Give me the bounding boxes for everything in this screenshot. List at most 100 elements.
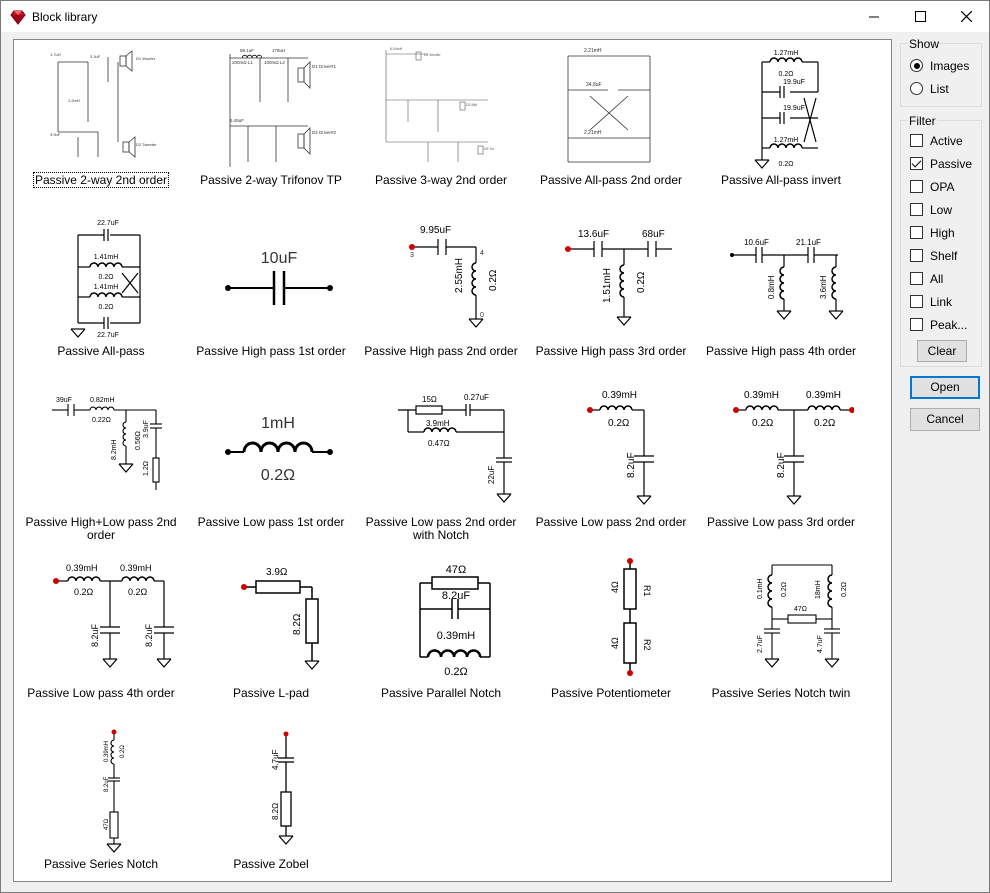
block-tile-lp2[interactable]: 0.39mH 0.2Ω 8.2uF Passive Low pass 2nd o… [526,382,696,552]
svg-text:8.2uF: 8.2uF [442,590,470,602]
block-tile-lp1[interactable]: 1mH 0.2Ω Passive Low pass 1st order [186,382,356,552]
show-images-option[interactable]: Images [901,54,981,77]
block-tile-trifonov[interactable]: 98.1uF 178uH 200mΩ L1 100mΩ L2 D1 Driver… [186,40,356,210]
filter-passive[interactable]: Passive [901,152,981,175]
svg-text:0.2Ω: 0.2Ω [781,582,788,597]
svg-text:0.8mH: 0.8mH [767,275,776,299]
checkbox-active[interactable] [910,134,923,147]
block-tile-series-notch[interactable]: 0.39mH 0.2Ω 8.2uF 47Ω Passive Series Not… [16,724,186,881]
svg-text:0.2Ω: 0.2Ω [841,582,848,597]
show-list-option[interactable]: List [901,77,981,100]
block-tile-allpass[interactable]: 22.7uF 1.41mH 0.2Ω 1.41mH 0.2Ω 22.7uF Pa… [16,211,186,381]
checkbox-low[interactable] [910,203,923,216]
svg-text:3.9uF: 3.9uF [143,420,150,438]
block-tile-potentiometer[interactable]: 4Ω R1 4Ω R2 Passive Potentiometer [526,553,696,723]
block-tile-lp3[interactable]: 0.39mH 0.2Ω 0.39mH 0.2Ω 8.2uF Passive Lo… [696,382,866,552]
minimize-button[interactable] [851,1,897,32]
clear-button[interactable]: Clear [917,340,967,362]
schematic-lp1-image: 1mH 0.2Ω [198,384,344,512]
svg-text:0.2Ω: 0.2Ω [261,467,295,484]
block-tile-lpad[interactable]: 3.9Ω 8.2Ω Passive L-pad [186,553,356,723]
block-tile-hp2[interactable]: 9.95uF 2.55mH 0.2Ω 3 4 0 Passive High pa… [356,211,526,381]
block-label: Passive Series Notch twin [711,686,851,700]
filter-link[interactable]: Link [901,290,981,313]
schematic-lp2-notch-image: 15Ω 0.27uF 3.9mH 0.47Ω 22uF [368,384,514,512]
svg-text:0.39mH: 0.39mH [104,741,110,762]
svg-text:22.7uF: 22.7uF [97,220,119,227]
filter-low[interactable]: Low [901,198,981,221]
svg-text:6.04mH: 6.04mH [390,47,403,51]
block-tile-hp1[interactable]: 10uF Passive High pass 1st order [186,211,356,381]
block-tile-allpass-invert[interactable]: 1.27mH 0.2Ω 19.9uF 19.9uF 1.27mH 0.2Ω Pa… [696,40,866,210]
checkbox-shelf[interactable] [910,249,923,262]
svg-text:0.2Ω: 0.2Ω [608,418,630,429]
svg-text:0.2Ω: 0.2Ω [752,418,774,429]
close-icon [960,11,972,22]
block-tile-allpass-2nd[interactable]: 2.21mH 34.8uF 2.21mH Passive All-pass 2n… [526,40,696,210]
svg-text:1.7uH: 1.7uH [50,52,61,57]
svg-text:1.41mH: 1.41mH [94,254,119,261]
radio-list[interactable] [910,82,923,95]
ruby-gem-icon [10,10,26,25]
svg-text:19.9uF: 19.9uF [783,79,805,86]
schematic-hp4-image: 10.6uF 21.1uF 0.8mH 3.6mH [708,213,854,341]
schematic-lpad-image: 3.9Ω 8.2Ω [198,555,344,683]
checkbox-all[interactable] [910,272,923,285]
svg-text:47Ω: 47Ω [446,564,466,576]
svg-text:8.2uF: 8.2uF [776,452,787,478]
svg-text:4: 4 [480,250,484,257]
svg-text:D2 Tweeter: D2 Tweeter [136,142,157,147]
filter-opa[interactable]: OPA [901,175,981,198]
block-tile-hp3[interactable]: 13.6uF 68uF 1.51mH 0.2Ω Passive High pas… [526,211,696,381]
block-label: Passive All-pass [57,344,145,358]
block-tile-parallel-notch[interactable]: 47Ω 8.2uF 0.39mH 0.2Ω Passive Parallel N… [356,553,526,723]
radio-images[interactable] [910,59,923,72]
svg-text:22.7uF: 22.7uF [97,332,119,339]
filter-peak[interactable]: Peak... [901,313,981,336]
svg-text:0.82mH: 0.82mH [90,397,115,404]
title-bar[interactable]: Block library [1,1,989,32]
svg-text:0.2Ω: 0.2Ω [444,666,468,678]
filter-high[interactable]: High [901,221,981,244]
schematic-zobel-image: 4.7uF 8.2Ω [198,726,344,854]
close-button[interactable] [943,1,989,32]
minimize-icon [869,16,879,17]
checkbox-passive[interactable] [910,157,923,170]
svg-text:15Ω: 15Ω [422,395,437,404]
svg-text:D2 Driver#2: D2 Driver#2 [312,130,337,135]
block-tile-lp4[interactable]: 0.39mH 0.2Ω 0.39mH 0.2Ω 8.2uF 8.2uF Pass… [16,553,186,723]
checkbox-high[interactable] [910,226,923,239]
maximize-icon [914,11,926,22]
block-label: Passive Zobel [233,857,309,871]
svg-text:D1 Driver#1: D1 Driver#1 [312,64,337,69]
checkbox-opa[interactable] [910,180,923,193]
svg-text:4.7uF: 4.7uF [817,635,824,653]
show-group-title: Show [908,37,941,51]
filter-active[interactable]: Active [901,129,981,152]
schematic-series-notch-twin-image: 0.1mH 0.2Ω 18mH 0.2Ω 47Ω 2.7uF 4.7uF [708,555,854,683]
block-tile-zobel[interactable]: 4.7uF 8.2Ω Passive Zobel [186,724,356,881]
maximize-button[interactable] [897,1,943,32]
checkbox-link[interactable] [910,295,923,308]
svg-text:4Ω: 4Ω [610,581,620,593]
checkbox-peak[interactable] [910,318,923,331]
filter-shelf[interactable]: Shelf [901,244,981,267]
svg-text:0.39mH: 0.39mH [120,563,152,573]
svg-text:0: 0 [480,312,484,319]
svg-text:18mH: 18mH [815,580,822,599]
block-tile-series-notch-twin[interactable]: 0.1mH 0.2Ω 18mH 0.2Ω 47Ω 2.7uF 4.7uF Pas… [696,553,866,723]
filter-all[interactable]: All [901,267,981,290]
window-title: Block library [32,9,98,24]
block-tile-hp4[interactable]: 10.6uF 21.1uF 0.8mH 3.6mH Passive High p… [696,211,866,381]
cancel-button[interactable]: Cancel [910,408,980,431]
block-tile-hplp2[interactable]: 39uF 0.82mH 0.22Ω 8.2mH 0.56Ω 3.9uF 1.2Ω… [16,382,186,552]
open-button[interactable]: Open [910,376,980,399]
block-label: Passive 3-way 2nd order [374,173,508,187]
block-tile-lp2-notch[interactable]: 15Ω 0.27uF 3.9mH 0.47Ω 22uF Passive Low … [356,382,526,552]
svg-text:2.21mH: 2.21mH [584,130,602,136]
filter-group: Filter Active Passive OPA Low High Shelf… [900,114,982,367]
